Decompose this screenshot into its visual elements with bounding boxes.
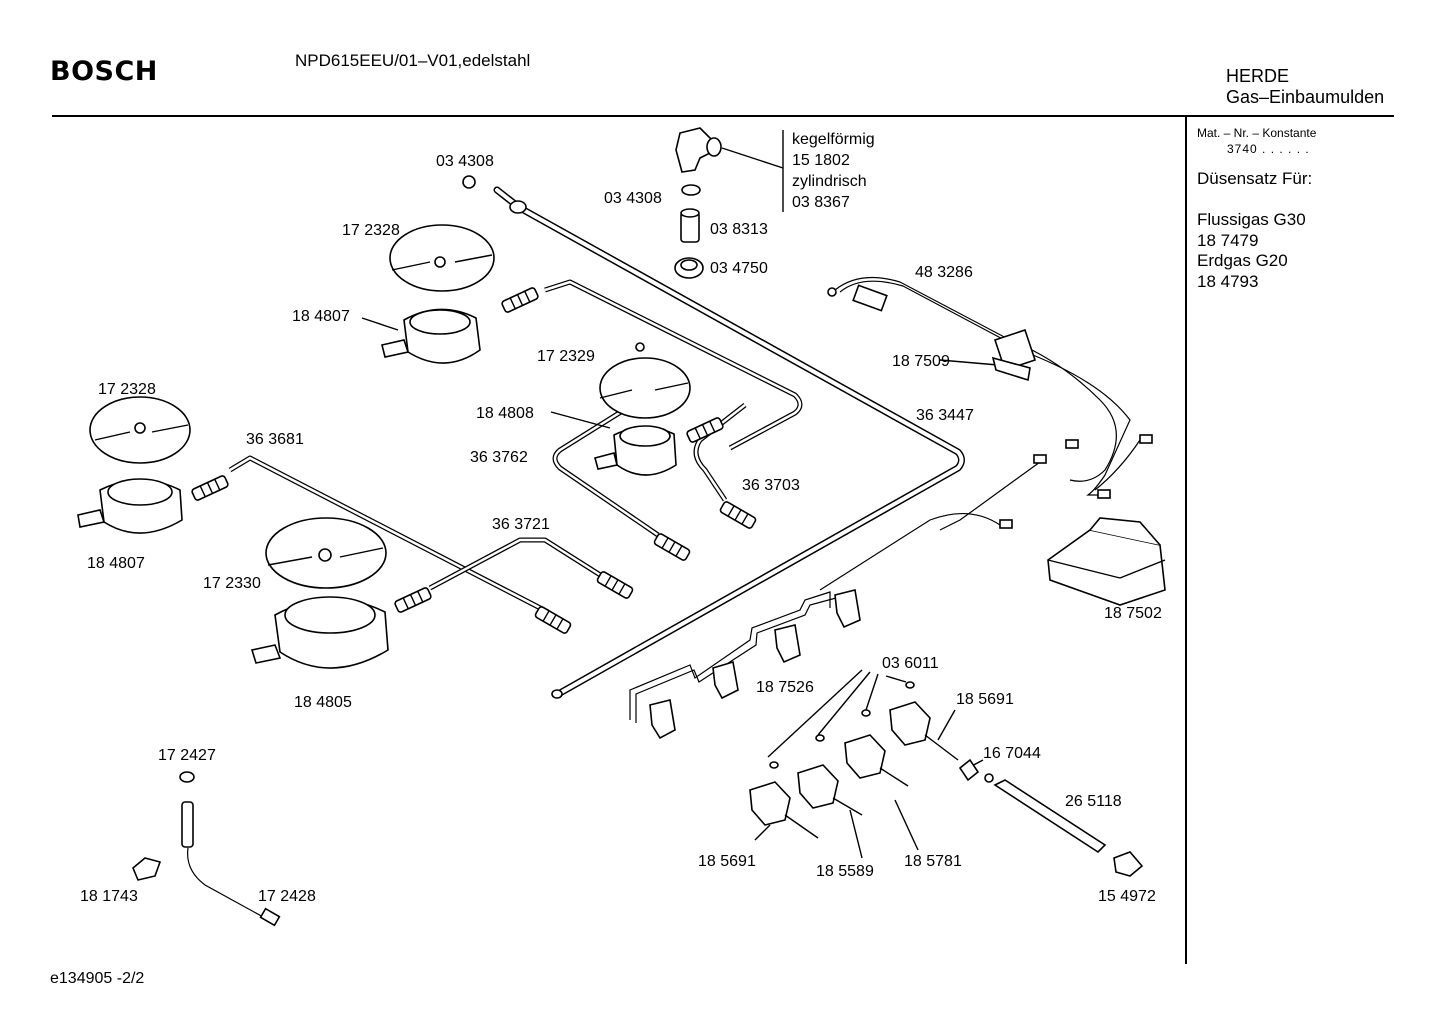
burner-cover-b bbox=[89, 396, 191, 464]
seal-ring bbox=[681, 184, 701, 196]
label-172328-b: 17 2328 bbox=[98, 381, 156, 398]
label-167044: 16 7044 bbox=[983, 745, 1041, 762]
gas2-number: 18 4793 bbox=[1197, 272, 1259, 291]
category-subtitle: Gas–Einbaumulden bbox=[1226, 87, 1385, 107]
spark-switch-shaft bbox=[984, 773, 1107, 854]
main-gas-pipe bbox=[493, 186, 965, 699]
pipe-363721 bbox=[428, 537, 607, 591]
gas-valve-3 bbox=[844, 709, 909, 787]
label-363447: 36 3447 bbox=[916, 407, 974, 424]
label-363681: 36 3681 bbox=[246, 431, 304, 448]
label-172428: 17 2428 bbox=[258, 888, 316, 905]
label-172427: 17 2427 bbox=[158, 747, 216, 764]
burner-cover-d bbox=[265, 517, 387, 589]
gas1-number: 18 7479 bbox=[1197, 231, 1259, 250]
label-181743: 18 1743 bbox=[80, 888, 138, 905]
label-184808: 18 4808 bbox=[476, 405, 534, 422]
mat-nr-label: Mat. – Nr. – Konstante bbox=[1197, 126, 1317, 140]
label-187509: 18 7509 bbox=[892, 353, 950, 370]
label-034750: 03 4750 bbox=[710, 260, 768, 277]
pipe-363681 bbox=[228, 455, 550, 615]
header-divider bbox=[52, 115, 1394, 117]
category-title: HERDE bbox=[1226, 66, 1290, 86]
cable-clip bbox=[991, 328, 1037, 382]
label-zylindrisch: zylindrisch bbox=[792, 173, 867, 190]
inlet-elbow bbox=[675, 127, 784, 173]
burner-body-c bbox=[594, 425, 677, 476]
ignition-wiring-harness bbox=[819, 276, 1153, 591]
gas2-name: Erdgas G20 bbox=[1197, 251, 1288, 270]
label-038313: 03 8313 bbox=[710, 221, 768, 238]
label-185781: 18 5781 bbox=[904, 853, 962, 870]
document-reference: e134905 -2/2 bbox=[50, 970, 145, 987]
label-265118: 26 5118 bbox=[1065, 793, 1122, 810]
label-034308-a: 03 4308 bbox=[436, 153, 494, 170]
retaining-clip bbox=[132, 857, 162, 881]
mat-nr-value: 3740 . . . . . . bbox=[1227, 142, 1310, 156]
label-187502: 18 7502 bbox=[1104, 605, 1162, 622]
gas1-name: Flussigas G30 bbox=[1197, 210, 1306, 229]
burner-cover-c bbox=[599, 342, 691, 419]
label-187526: 18 7526 bbox=[756, 679, 814, 696]
pipe-363762 bbox=[544, 279, 803, 538]
label-172330: 17 2330 bbox=[203, 575, 261, 592]
label-172328-a: 17 2328 bbox=[342, 222, 400, 239]
label-151802: 15 1802 bbox=[792, 152, 850, 169]
label-kegelfoermig: kegelförmig bbox=[792, 131, 875, 148]
label-185589: 18 5589 bbox=[816, 863, 874, 880]
sidebar-divider bbox=[1185, 117, 1187, 964]
label-363762: 36 3762 bbox=[470, 449, 528, 466]
gas-valve-2 bbox=[797, 734, 863, 816]
label-184807-b: 18 4807 bbox=[87, 555, 145, 572]
label-154972: 15 4972 bbox=[1098, 888, 1156, 905]
seal-ring-small bbox=[462, 175, 476, 189]
label-038367: 03 8367 bbox=[792, 194, 850, 211]
label-034308-b: 03 4308 bbox=[604, 190, 662, 207]
label-185691-a: 18 5691 bbox=[956, 691, 1014, 708]
electrode-rail bbox=[629, 589, 861, 740]
spark-switch bbox=[1113, 851, 1144, 877]
label-363703: 36 3703 bbox=[742, 477, 800, 494]
nozzle-fittings bbox=[191, 287, 757, 634]
burner-body-a bbox=[381, 308, 481, 364]
burner-cover-a bbox=[389, 224, 495, 292]
label-483286: 48 3286 bbox=[915, 264, 973, 281]
label-363721: 36 3721 bbox=[492, 516, 550, 533]
label-184805: 18 4805 bbox=[294, 694, 352, 711]
nozzle-adapter bbox=[680, 208, 700, 243]
label-036011: 03 6011 bbox=[882, 655, 939, 672]
label-185691-b: 18 5691 bbox=[698, 853, 756, 870]
label-184807-a: 18 4807 bbox=[292, 308, 350, 325]
label-172329: 17 2329 bbox=[537, 348, 595, 365]
burner-body-b bbox=[77, 478, 183, 534]
nozzle-set-title: Düsensatz Für: bbox=[1197, 169, 1313, 188]
valve-sleeve bbox=[958, 758, 980, 782]
brand-logo: BOSCH bbox=[50, 56, 158, 87]
burner-body-d bbox=[250, 596, 389, 669]
gas-valve-4 bbox=[889, 681, 959, 761]
ignition-module bbox=[1047, 517, 1166, 606]
leader-lines bbox=[361, 317, 999, 859]
hex-nut bbox=[674, 257, 704, 279]
gas-valve-1 bbox=[749, 761, 819, 839]
model-number: NPD615EEU/01–V01,edelstahl bbox=[295, 51, 531, 70]
thermocouple bbox=[179, 771, 281, 927]
